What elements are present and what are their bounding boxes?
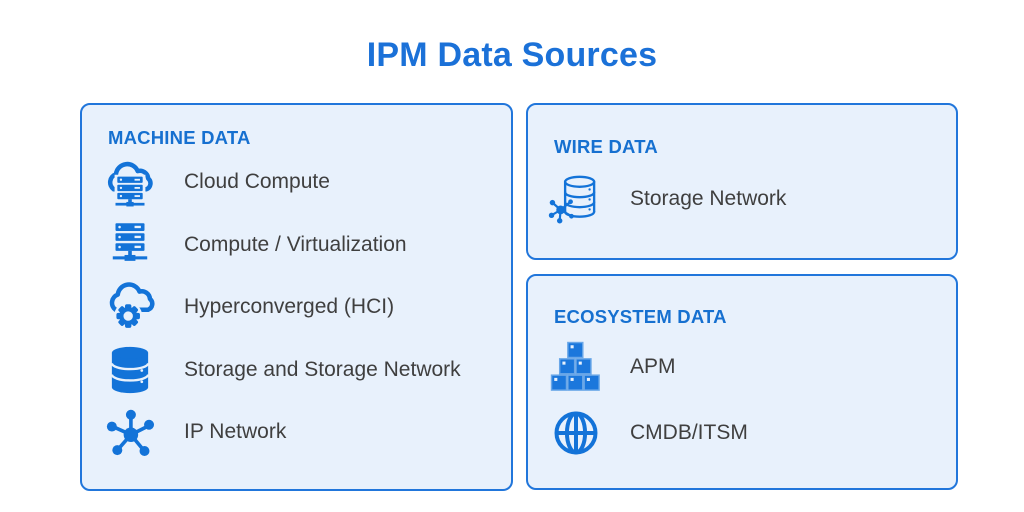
network-hub-icon xyxy=(100,402,160,462)
blocks-pyramid-icon xyxy=(546,337,606,397)
list-item-cmdb-itsm: CMDB/ITSM xyxy=(528,400,956,466)
panel-wire-data-header: WIRE DATA xyxy=(554,136,658,157)
list-item-hyperconverged: Hyperconverged (HCI) xyxy=(82,276,511,339)
list-item-storage: Storage and Storage Network xyxy=(82,339,511,402)
item-label: IP Network xyxy=(184,420,287,444)
item-label: APM xyxy=(630,355,676,378)
list-item-apm: APM xyxy=(528,334,956,400)
database-network-icon xyxy=(546,169,606,229)
panel-machine-data: MACHINE DATA Cloud Compute xyxy=(80,103,513,491)
globe-icon xyxy=(546,403,606,463)
list-item-storage-network: Storage Network xyxy=(528,162,956,236)
panel-wire-data: WIRE DATA xyxy=(526,103,958,260)
item-label: Cloud Compute xyxy=(184,170,330,194)
list-item-ip-network: IP Network xyxy=(82,401,511,464)
panel-machine-data-header: MACHINE DATA xyxy=(108,127,251,148)
list-item-compute-virtualization: Compute / Virtualization xyxy=(82,214,511,277)
cloud-gear-icon xyxy=(100,277,160,337)
item-label: Compute / Virtualization xyxy=(184,232,407,256)
item-label: Storage and Storage Network xyxy=(184,357,461,381)
item-label: Storage Network xyxy=(630,187,787,210)
cloud-compute-icon xyxy=(100,152,160,212)
database-icon xyxy=(100,340,160,400)
page-title: IPM Data Sources xyxy=(366,36,658,74)
panel-ecosystem-data-header: ECOSYSTEM DATA xyxy=(554,306,727,327)
item-label: Hyperconverged (HCI) xyxy=(184,295,395,319)
server-stack-icon xyxy=(100,215,160,275)
item-label: CMDB/ITSM xyxy=(630,421,748,444)
list-item-cloud-compute: Cloud Compute xyxy=(82,151,511,214)
panel-ecosystem-data: ECOSYSTEM DATA xyxy=(526,274,958,490)
